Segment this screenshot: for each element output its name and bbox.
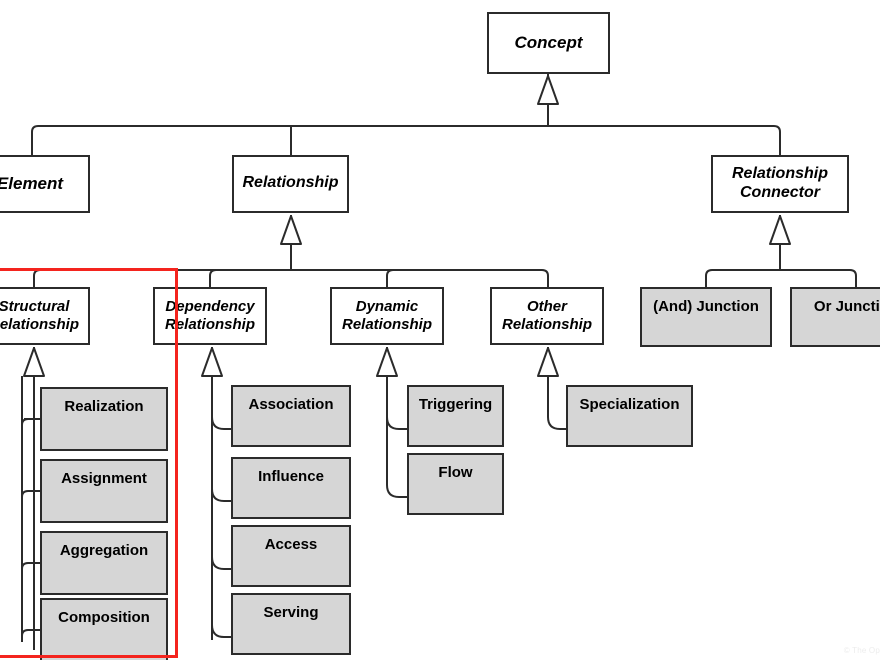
node-structural-rel[interactable]: StructuralRelationship xyxy=(0,287,90,345)
node-assignment[interactable]: Assignment xyxy=(40,459,168,523)
node-label-realization: Realization xyxy=(64,398,144,415)
node-label-specialization: Specialization xyxy=(579,396,680,413)
node-label-aggregation: Aggregation xyxy=(59,542,149,559)
node-association[interactable]: Association xyxy=(231,385,351,447)
node-concept[interactable]: Concept xyxy=(487,12,610,74)
node-label-assignment: Assignment xyxy=(61,470,147,487)
node-label-relationship: Relationship xyxy=(242,174,339,192)
edge-other-to-specialization xyxy=(537,347,566,430)
edge-relationship-to-kinds xyxy=(33,215,549,287)
node-serving[interactable]: Serving xyxy=(231,593,351,655)
node-label-and-junction: (And) Junction xyxy=(653,298,759,315)
edge-connector-to-junctions xyxy=(705,215,857,287)
edge-dependency-to-leaves xyxy=(201,347,231,640)
edge-dynamic-to-leaves xyxy=(376,347,407,498)
node-and-junction[interactable]: (And) Junction xyxy=(640,287,772,347)
node-label-flow: Flow xyxy=(438,464,473,481)
node-label-access: Access xyxy=(264,536,318,553)
node-label-structural-rel: StructuralRelationship xyxy=(0,298,79,333)
node-triggering[interactable]: Triggering xyxy=(407,385,504,447)
node-or-junction[interactable]: Or Junction xyxy=(790,287,880,347)
node-access[interactable]: Access xyxy=(231,525,351,587)
node-realization[interactable]: Realization xyxy=(40,387,168,451)
node-label-composition: Composition xyxy=(58,609,150,626)
node-element[interactable]: Element xyxy=(0,155,90,213)
node-label-triggering: Triggering xyxy=(418,396,493,413)
node-relationship[interactable]: Relationship xyxy=(232,155,349,213)
node-label-or-junction: Or Junction xyxy=(813,298,880,315)
node-aggregation[interactable]: Aggregation xyxy=(40,531,168,595)
node-label-serving: Serving xyxy=(263,604,319,621)
node-composition[interactable]: Composition xyxy=(40,598,168,660)
node-label-influence: Influence xyxy=(258,468,324,485)
node-influence[interactable]: Influence xyxy=(231,457,351,519)
node-specialization[interactable]: Specialization xyxy=(566,385,693,447)
node-label-association: Association xyxy=(248,396,334,413)
edge-concept-to-level1 xyxy=(31,74,781,155)
node-label-element: Element xyxy=(0,173,64,193)
node-flow[interactable]: Flow xyxy=(407,453,504,515)
copyright-watermark: © The Op xyxy=(843,646,880,655)
node-label-concept: Concept xyxy=(514,32,583,52)
